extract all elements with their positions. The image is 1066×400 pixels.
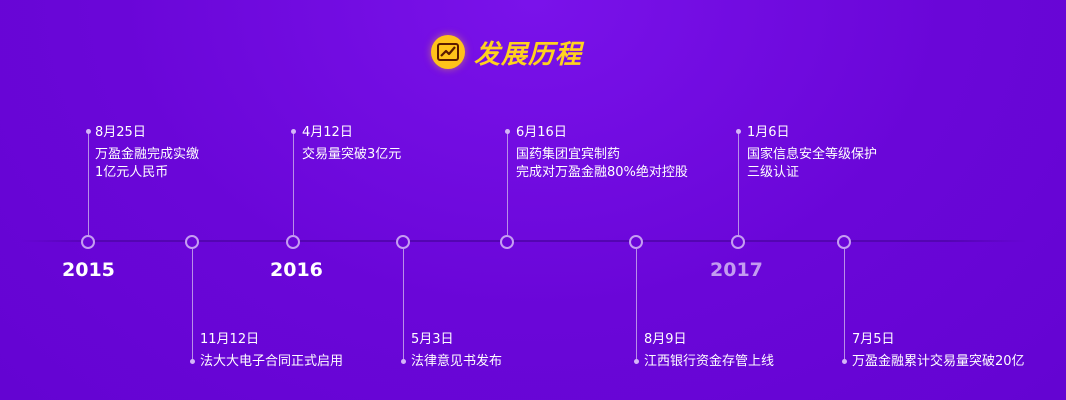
dot-6 [634,359,639,364]
event-text: 1亿元人民币 [95,165,169,180]
timeline-node-6[interactable] [629,235,643,249]
event-card-1: 8月25日 万盈金融完成实缴 1亿元人民币 [95,124,199,182]
timeline-node-4[interactable] [396,235,410,249]
dot-1 [86,129,91,134]
event-date: 11月12日 [200,332,260,347]
dot-4 [401,359,406,364]
dot-7 [736,129,741,134]
event-date: 1月6日 [747,125,790,140]
dot-8 [842,359,847,364]
timeline-node-8[interactable] [837,235,851,249]
event-text: 国药集团宜宾制药 [516,147,621,162]
timeline-node-1[interactable] [81,235,95,249]
event-text: 万盈金融完成实缴 [95,147,200,162]
event-card-2: 11月12日 法大大电子合同正式启用 [200,331,343,371]
timeline-node-3[interactable] [286,235,300,249]
dot-2 [190,359,195,364]
event-date: 6月16日 [516,125,567,140]
timeline-axis [20,240,1026,242]
event-text: 国家信息安全等级保护 [747,147,878,162]
stem-5 [507,131,508,235]
stem-7 [738,131,739,235]
event-card-8: 7月5日 万盈金融累计交易量突破20亿 [852,331,1025,371]
stem-3 [293,131,294,235]
stem-1 [88,131,89,235]
dot-5 [505,129,510,134]
event-text: 三级认证 [747,165,800,180]
timeline-node-2[interactable] [185,235,199,249]
event-card-3: 4月12日 交易量突破3亿元 [302,124,401,164]
event-text: 完成对万盈金融80%绝对控股 [516,165,688,180]
event-text: 法律意见书发布 [411,354,503,369]
timeline-node-7[interactable] [731,235,745,249]
year-label-2016: 2016 [270,259,323,281]
event-card-5: 6月16日 国药集团宜宾制药 完成对万盈金融80%绝对控股 [516,124,688,182]
stem-8 [844,249,845,361]
event-card-4: 5月3日 法律意见书发布 [411,331,502,371]
year-label-2017: 2017 [710,259,763,281]
stem-4 [403,249,404,361]
event-text: 万盈金融累计交易量突破20亿 [852,354,1025,369]
event-date: 8月9日 [644,332,687,347]
event-date: 8月25日 [95,125,146,140]
dot-3 [291,129,296,134]
stem-2 [192,249,193,361]
timeline-node-5[interactable] [500,235,514,249]
event-text: 交易量突破3亿元 [302,147,402,162]
event-date: 5月3日 [411,332,454,347]
event-text: 法大大电子合同正式启用 [200,354,344,369]
page-title: 发展历程 [474,39,583,70]
growth-chart-icon [431,35,465,69]
event-text: 江西银行资金存管上线 [644,354,775,369]
event-date: 7月5日 [852,332,895,347]
stem-6 [636,249,637,361]
year-label-2015: 2015 [62,259,115,281]
event-date: 4月12日 [302,125,353,140]
event-card-7: 1月6日 国家信息安全等级保护 三级认证 [747,124,877,182]
section-header: 发展历程 [431,34,582,70]
event-card-6: 8月9日 江西银行资金存管上线 [644,331,774,371]
